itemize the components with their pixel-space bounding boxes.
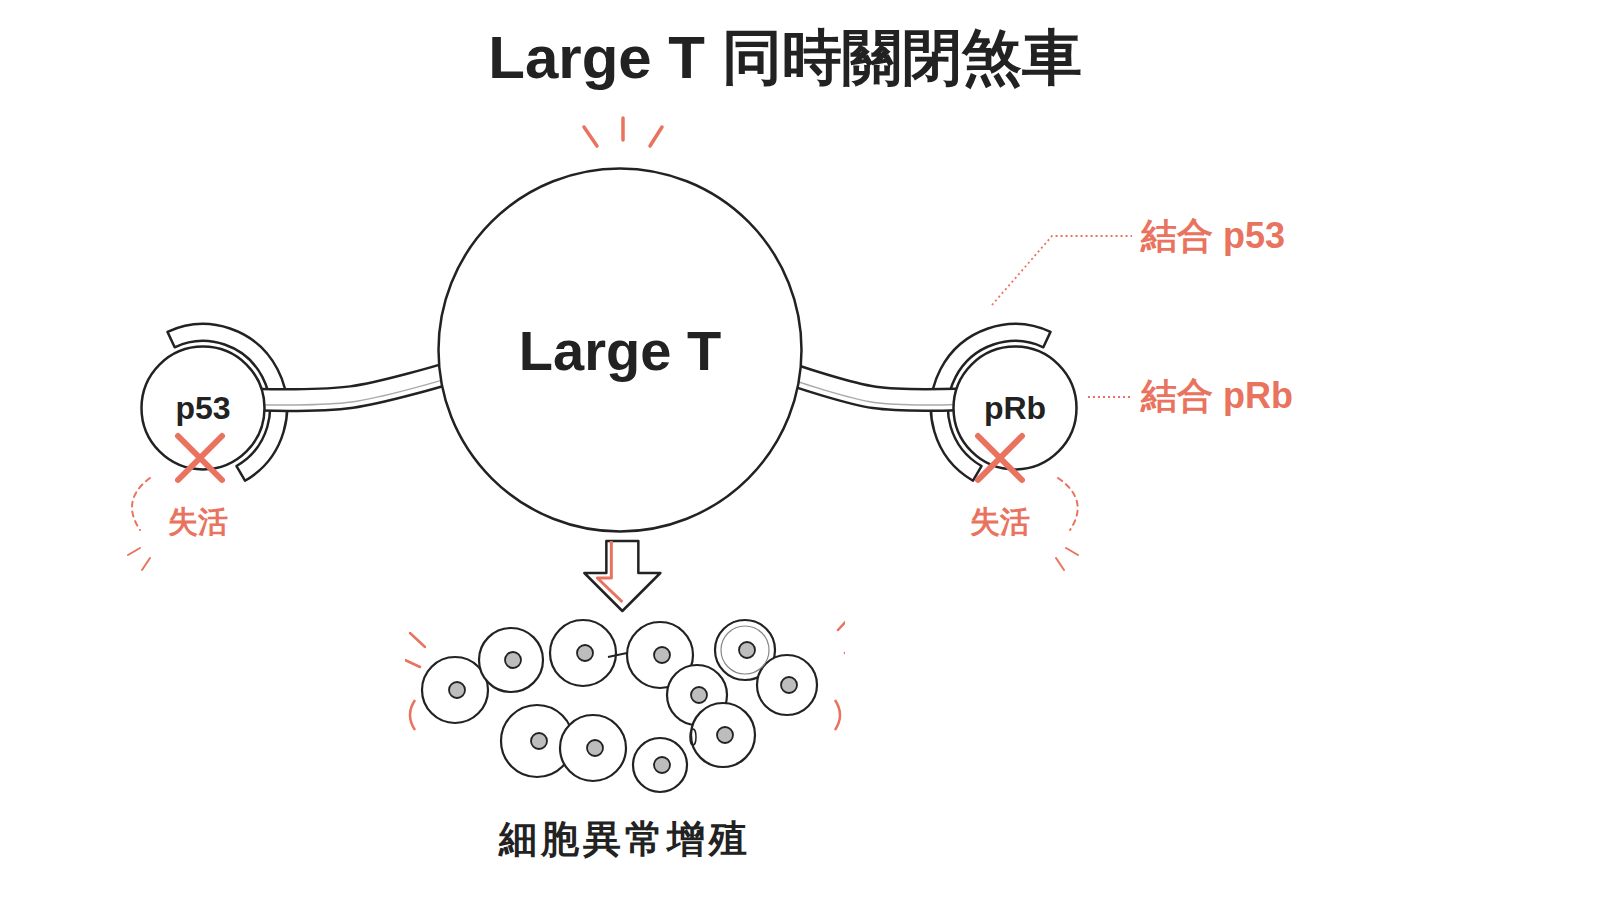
emphasis-rays bbox=[584, 118, 662, 146]
arm-highlight bbox=[795, 381, 957, 405]
arrow-accent bbox=[597, 541, 622, 602]
large-t-circle: Large T bbox=[437, 167, 803, 533]
binding-label: 結合 p53 bbox=[1138, 212, 1288, 261]
cell-bridge bbox=[608, 653, 627, 657]
proliferating-cells: 細胞異常增殖 bbox=[405, 615, 845, 865]
nucleus bbox=[449, 682, 465, 698]
p53-circle: p53 bbox=[140, 345, 266, 471]
node-label: p53 bbox=[175, 390, 230, 427]
cell-membrane bbox=[721, 626, 769, 674]
wrench-arm bbox=[261, 374, 444, 405]
nucleus bbox=[587, 740, 603, 756]
prb-circle: pRb bbox=[952, 345, 1078, 471]
nucleus bbox=[691, 687, 707, 703]
nucleus bbox=[739, 642, 755, 658]
cell bbox=[757, 655, 817, 715]
node-label: pRb bbox=[984, 390, 1046, 427]
circle-shape bbox=[954, 347, 1077, 470]
node-label: Large T bbox=[519, 318, 721, 383]
motion-stroke bbox=[410, 633, 425, 647]
cell bbox=[633, 738, 687, 792]
nucleus bbox=[531, 733, 547, 749]
inactive-label: 失活 bbox=[165, 502, 231, 543]
node-label: 細胞異常增殖 bbox=[499, 814, 751, 865]
cell bbox=[479, 628, 543, 692]
inactive-label: 失活 bbox=[967, 502, 1033, 543]
circle-shape bbox=[439, 169, 802, 532]
cell bbox=[560, 715, 626, 781]
nucleus bbox=[654, 757, 670, 773]
motion-stroke bbox=[405, 660, 420, 667]
circle-shape bbox=[142, 347, 265, 470]
block-arrow bbox=[584, 541, 660, 611]
title: Large T 同時關閉煞車 bbox=[488, 18, 1081, 99]
nucleus bbox=[654, 647, 670, 663]
wrench-arm bbox=[795, 376, 957, 405]
nucleus bbox=[717, 727, 733, 743]
cell bbox=[691, 703, 755, 767]
cells-illustration bbox=[405, 615, 845, 805]
burst-strokes bbox=[128, 548, 1078, 570]
nucleus bbox=[577, 645, 593, 661]
binding-label: 結合 pRb bbox=[1138, 372, 1296, 421]
motion-arc bbox=[410, 700, 415, 730]
cell bbox=[550, 620, 616, 686]
nucleus bbox=[781, 677, 797, 693]
motion-arc bbox=[835, 700, 840, 730]
cell-fragment bbox=[690, 729, 696, 745]
motion-stroke bbox=[838, 617, 845, 630]
arm-highlight bbox=[261, 379, 444, 405]
nucleus bbox=[505, 652, 521, 668]
arrow-outline bbox=[584, 541, 660, 611]
cell bbox=[422, 657, 488, 723]
